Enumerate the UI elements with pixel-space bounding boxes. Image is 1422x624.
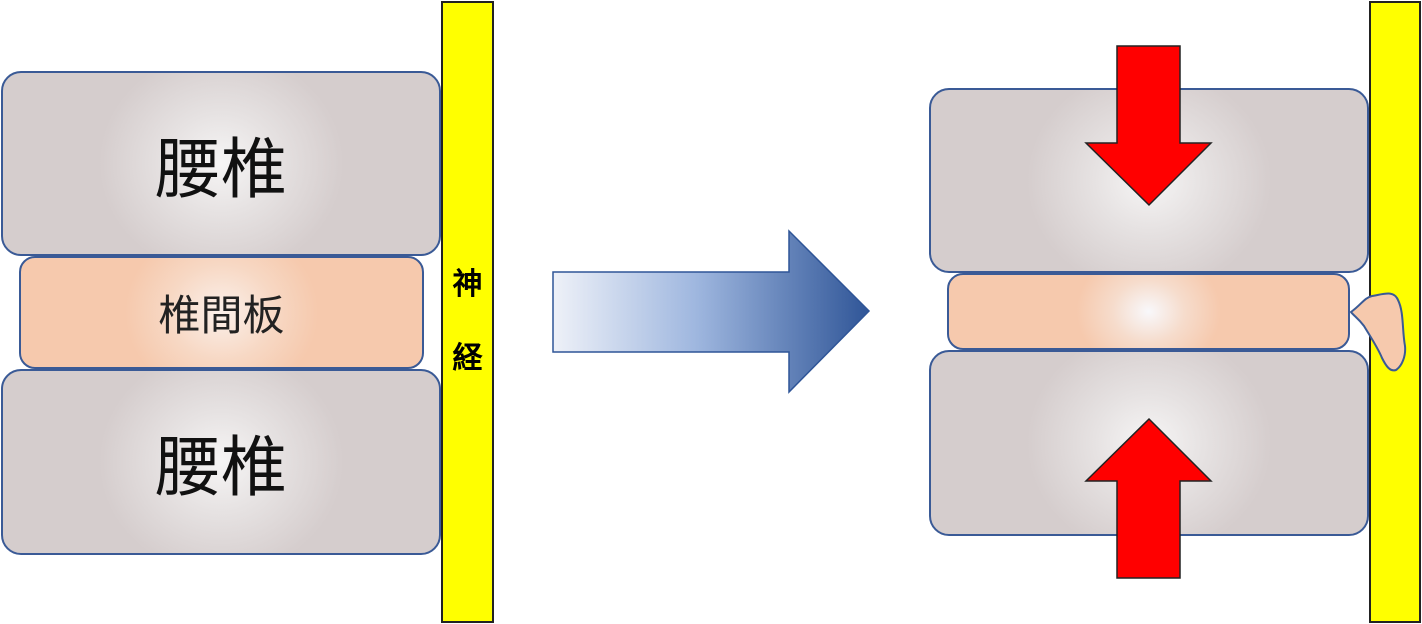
lower-lumbar-vertebra-label: 腰椎 — [155, 429, 287, 506]
herniation-bulge-icon — [1349, 292, 1407, 372]
compression-arrow-up-icon — [1084, 417, 1213, 579]
compression-arrow-down-icon — [1084, 45, 1213, 207]
intervertebral-disc-compressed — [947, 273, 1350, 350]
nerve-label-bottom: 経 — [452, 341, 483, 376]
upper-lumbar-vertebra: 腰椎 — [1, 71, 441, 256]
lower-lumbar-vertebra: 腰椎 — [1, 369, 441, 555]
nerve-bar-left: 神 経 — [441, 1, 494, 623]
intervertebral-disc: 椎間板 — [19, 256, 424, 369]
upper-lumbar-vertebra-label: 腰椎 — [155, 130, 287, 208]
nerve-label-top: 神 — [452, 267, 483, 302]
intervertebral-disc-label: 椎間板 — [158, 291, 285, 340]
transition-arrow-icon — [552, 229, 871, 394]
